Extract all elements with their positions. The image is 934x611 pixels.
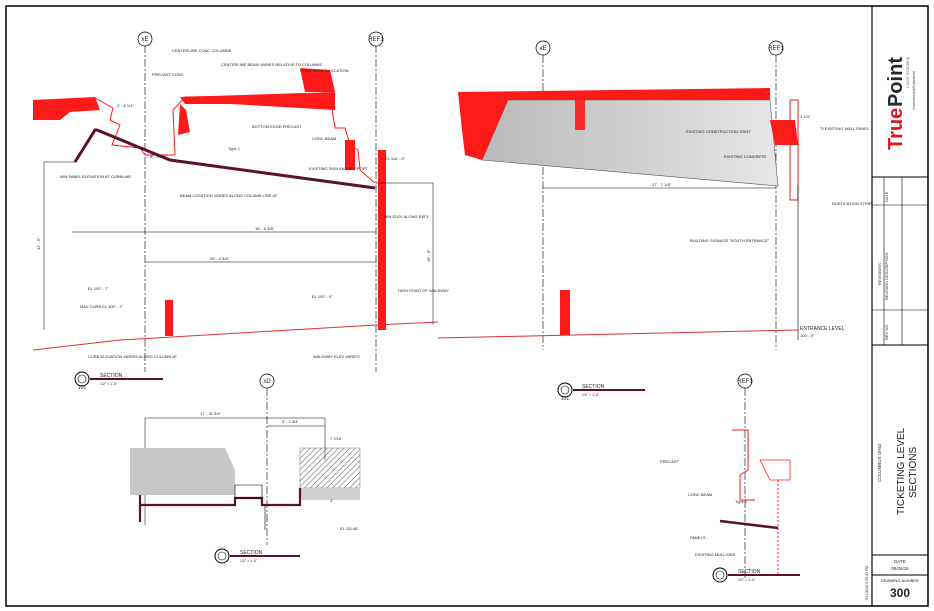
note-conc-varies: CONC VARIES LOCATION: [300, 68, 349, 73]
logo-point: Point: [885, 57, 907, 107]
logo-tag: Commercial/Industrial: [911, 71, 916, 110]
note-el-116: EL 116' - 0": [385, 156, 406, 161]
grid-ref1-label: REF1: [368, 37, 384, 43]
note-existing-concrete: EXISTING CONCRETE: [724, 154, 767, 159]
section-tag-1-scale: 1/2" = 1'-0": [100, 382, 118, 386]
section-tag-1-title: SECTION: [100, 373, 123, 379]
section-tag-1: 101 SECTION 1/2" = 1'-0": [74, 371, 163, 391]
note-curb-elev: CURB ELEVATION VARIES ALONG COLUMN xE: [88, 354, 177, 359]
grid-xe-label: xE: [141, 37, 148, 43]
note-el-111: EL 111.48: [340, 526, 358, 531]
section-tag-4-title: SECTION: [738, 569, 761, 575]
dim-part: 3' - 2 3/4": [282, 419, 299, 424]
tb-rev-no: REV NO.: [884, 324, 889, 340]
logo-true: True: [885, 108, 907, 150]
dim-17: 17' - 7 1/8": [652, 182, 672, 187]
dim-total: 17' - 11 3/4": [200, 411, 222, 416]
note-ti-existing: TI EXISTING WALL PANEL: [820, 126, 870, 131]
section-tag-3-scale: 1/2" = 1'-0": [240, 559, 258, 563]
tb-title-1: TICKETING LEVEL: [896, 427, 907, 515]
note-conc-beam: CONC BEAM: [312, 136, 336, 141]
note-building-signage: BUILDING SIGNAGE "SOUTH ENTRANCE": [690, 238, 770, 243]
sheet-border: [5, 5, 929, 607]
logo-sub: Laser Scanning: [905, 56, 910, 88]
tb-city: COLUMBUS OHIO: [877, 443, 882, 482]
note-precast: PRECAST: [660, 459, 679, 464]
tb-date-value: 09/26/16: [891, 566, 909, 571]
section-tag-1-ref: 101: [78, 385, 87, 391]
section-tag-2-title: SECTION: [582, 384, 605, 390]
note-high-point: HIGH POINT OF WALKWAY: [398, 288, 449, 293]
grid-xd-label: xD: [263, 379, 271, 385]
section-tag-3: SECTION 1/2" = 1'-0": [214, 548, 300, 564]
section-tag-3-title: SECTION: [240, 550, 263, 556]
dim-1-1-4: 1 1/4": [800, 114, 811, 119]
note-existing-skin: EXISTING SKIN AND SUPPORT: [309, 166, 368, 171]
note-centerline-conc: CENTERLINE CONC COLUMNS: [172, 48, 232, 53]
tb-date-label: DATE: [894, 559, 906, 564]
dim-right: 16' - 9": [426, 249, 431, 262]
tb-revisions: REVISIONS: [877, 263, 882, 285]
tb-rev-desc: REVISION DESCRIPTION: [884, 252, 889, 300]
note-max-curb: MAX CURB EL 100' - 7": [80, 304, 123, 309]
section-tag-4-scale: 1/2" = 1'-0": [738, 578, 756, 582]
dim-16: 16' - 5 3/8": [255, 226, 275, 231]
note-el-100-right: EL 100' - 0": [312, 294, 333, 299]
dim-26: 26' - 4 3/4": [210, 256, 230, 261]
section-1-drawing: xE REF1 CENTERLINE CONC COLUMNS PRECAST …: [32, 31, 449, 391]
dim-side: 1': [330, 498, 333, 503]
section-3-drawing: xD 17' - 11 3/4" 3' - 2 3/4" 7 7/16" 1' …: [130, 373, 361, 564]
note-precast-conc: PRECAST CONC: [152, 72, 184, 77]
dim-small: 7 7/16": [330, 436, 343, 441]
grid-ref1b-label: REF1: [768, 46, 784, 52]
note-panels: PANELS: [690, 535, 706, 540]
dim-left: 12' - 9": [36, 237, 41, 250]
note-el-100-left: EL 100' - 7": [88, 286, 109, 291]
grid-xe2-label: xE: [539, 46, 546, 52]
note-beam-location: BEAM LOCATION VARIES ALONG COLUMN LINE x…: [180, 193, 278, 198]
tb-drawing-num-label: DRAWING NUMBER: [881, 578, 919, 583]
note-conc-beam-4: CONC BEAM: [688, 492, 712, 497]
note-walkway-elev: WALKWAY ELEV VARIES: [313, 354, 360, 359]
note-type1-4: Type 1: [735, 499, 748, 504]
note-min-panel: MIN PANEL ELEVATION AT CURBLINE: [60, 174, 131, 179]
grid-ref1c-label: REF1: [737, 379, 753, 385]
section-4-drawing: REF1 PRECAST CONC BEAM Type 1 PANELS EXI…: [660, 373, 800, 583]
tb-timestamp: 9/11/2016 5:05:43 PM: [865, 566, 869, 600]
note-bottom-edge: BOTTOM EDGE PRECAST: [252, 124, 302, 129]
tb-drawing-num: 300: [890, 586, 910, 600]
note-entrance-el: 100' - 0": [800, 333, 815, 338]
section-tag-2: 101 SECTION 1/2" = 1'-0": [557, 382, 645, 402]
tb-date-col: DATE: [884, 191, 889, 202]
note-centerline-beam: CENTERLINE BEAM VARIES RELATIVE TO COLUM…: [221, 62, 322, 67]
note-existing-construction: EXISTING CONSTRUCTION JOINT: [686, 129, 751, 134]
section-tag-2-ref: 101: [561, 396, 570, 402]
note-type1: Type 1: [228, 146, 241, 151]
note-min-elev: MIN ELEV ALONG REF1: [384, 214, 430, 219]
note-existing-mullions: EXISTING MULLIONS: [695, 552, 736, 557]
dim-top: 2' - 8 1/4": [117, 103, 134, 108]
section-2-drawing: xE REF1 EXISTING CONSTRUCTION JOINT EXIS…: [437, 40, 872, 402]
note-rustication: RUSTICATION STRIP: [832, 201, 872, 206]
title-block: True Point Laser Scanning Commercial/Ind…: [865, 6, 928, 606]
truepoint-logo: True Point Laser Scanning Commercial/Ind…: [885, 56, 916, 150]
tb-title-2: SECTIONS: [908, 447, 919, 498]
section-tag-2-scale: 1/2" = 1'-0": [582, 393, 600, 397]
dim-mid: 8' - 9 3/4": [150, 154, 167, 159]
section-tag-4: SECTION 1/2" = 1'-0": [712, 567, 800, 583]
note-entrance-level: ENTRANCE LEVEL: [800, 326, 845, 332]
